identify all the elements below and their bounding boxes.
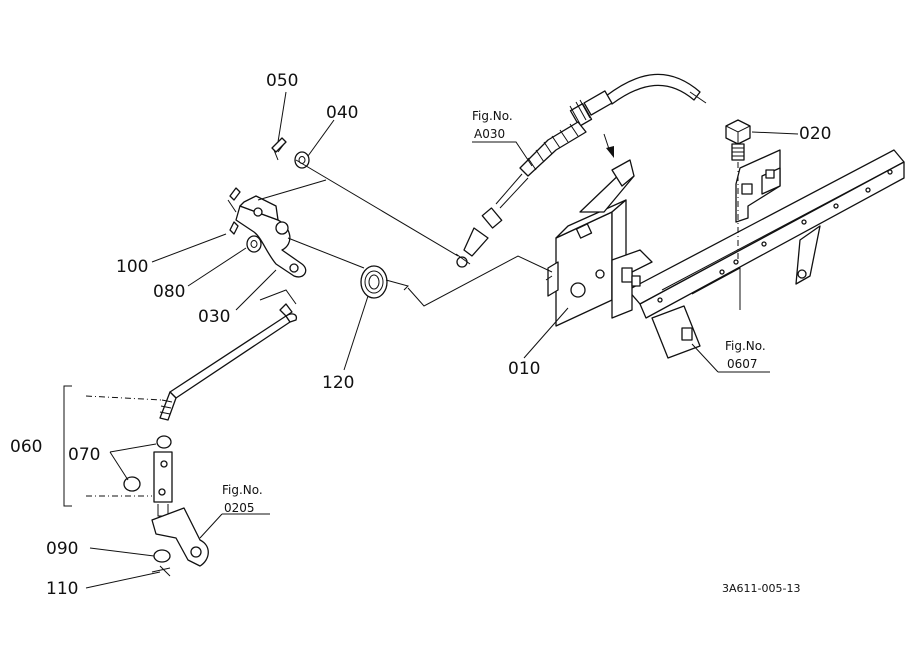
label-100: 100 <box>116 257 148 277</box>
ref-0205: Fig.No. 0205 <box>222 483 263 515</box>
spring-120 <box>360 265 409 299</box>
lower-lever <box>151 507 209 577</box>
label-010: 010 <box>508 359 540 379</box>
label-050: 050 <box>266 71 298 91</box>
svg-text:Fig.No.: Fig.No. <box>725 339 766 353</box>
pin-050 <box>271 137 287 161</box>
label-040: 040 <box>326 103 358 123</box>
svg-text:Fig.No.: Fig.No. <box>222 483 263 497</box>
assembly-lines <box>63 159 553 507</box>
turnbuckle-070 <box>123 435 173 528</box>
svg-text:Fig.No.: Fig.No. <box>472 109 513 123</box>
label-020: 020 <box>799 124 831 144</box>
arm-030 <box>235 195 307 278</box>
cable-clevis <box>455 207 503 268</box>
svg-text:0205: 0205 <box>224 501 255 515</box>
label-080: 080 <box>153 282 185 302</box>
drawing-code: 3A611-005-13 <box>722 582 800 595</box>
label-110: 110 <box>46 579 78 599</box>
bolt-020 <box>725 119 751 262</box>
label-030: 030 <box>198 307 230 327</box>
label-070: 070 <box>68 445 100 465</box>
pin-100 <box>227 187 241 235</box>
cable-boot <box>519 121 587 177</box>
label-060: 060 <box>10 437 42 457</box>
svg-text:0607: 0607 <box>727 357 758 371</box>
control-cable <box>455 73 707 268</box>
label-090: 090 <box>46 539 78 559</box>
ref-0607: Fig.No. 0607 <box>725 339 766 371</box>
svg-text:A030: A030 <box>474 127 505 141</box>
washer-040 <box>294 151 310 169</box>
ref-a030: Fig.No. A030 <box>472 109 513 141</box>
cable-adjuster <box>569 90 613 127</box>
washer-080 <box>246 235 262 253</box>
rod-060 <box>159 303 298 421</box>
label-120: 120 <box>322 373 354 393</box>
frame-rail <box>611 149 905 359</box>
leaders <box>85 91 799 589</box>
